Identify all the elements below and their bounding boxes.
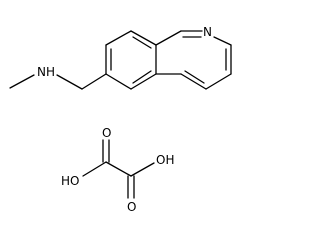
bond-ring-a2 <box>105 30 132 46</box>
bond-ring-a6 <box>105 73 132 90</box>
acid-hydroxyl-right-label: OH <box>156 153 174 167</box>
chemical-structure: NH N HO O OH O <box>9 25 232 214</box>
bond-ring-a-inner2 <box>132 36 152 49</box>
bond-c2-oh <box>130 162 155 177</box>
bond-ring-b-inner3 <box>184 70 205 84</box>
bond-ring-a3 <box>130 30 157 46</box>
oxalic-acid-molecule: HO O OH O <box>61 126 174 214</box>
bond-c1-c2 <box>105 161 132 177</box>
bond-ring-b5 <box>205 73 232 90</box>
bond-methyl-nh <box>9 74 35 89</box>
bond-ring-a5 <box>130 73 157 90</box>
acid-hydroxyl-left-label: HO <box>61 174 79 188</box>
bond-nh-ch2 <box>56 74 83 90</box>
bond-ch2-ring <box>81 73 107 90</box>
bond-ring-b6 <box>180 73 207 90</box>
quinoline-methylamine-molecule: NH N <box>9 25 232 90</box>
bond-ho-c1 <box>82 161 107 177</box>
bond-ring-b1 <box>155 30 182 46</box>
bond-ring-b3 <box>213 36 232 46</box>
acid-oxygen-bottom-label: O <box>127 200 136 214</box>
acid-oxygen-top-label: O <box>102 126 111 140</box>
bond-ring-a-inner3 <box>132 70 152 84</box>
amine-nh-label: NH <box>37 65 55 79</box>
ring-nitrogen-label: N <box>203 25 212 39</box>
